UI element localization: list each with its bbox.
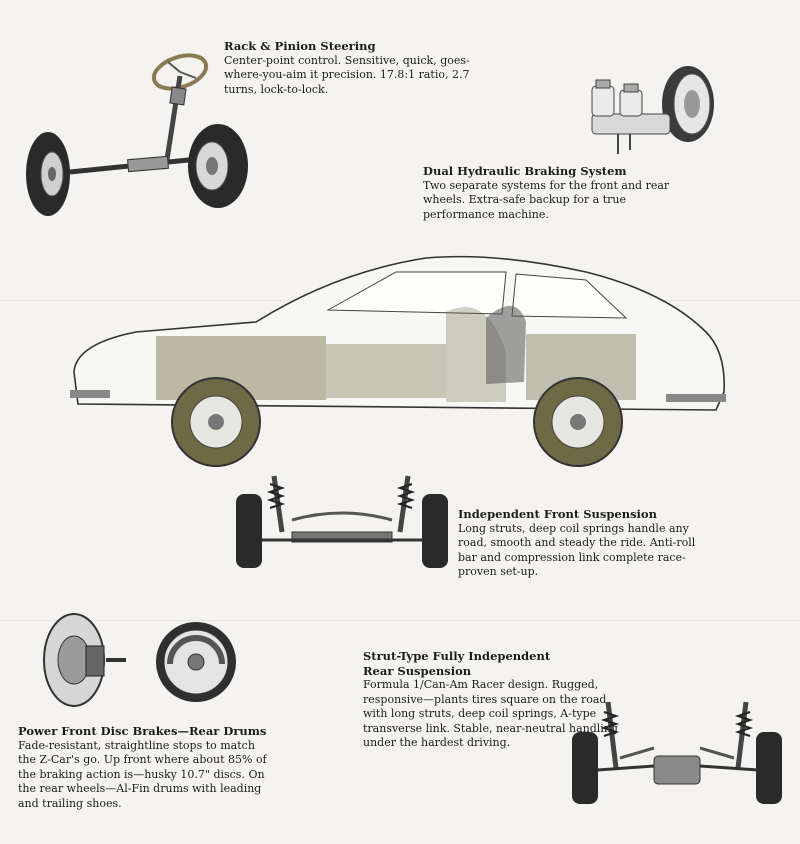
brakes-illustration bbox=[26, 606, 238, 712]
disc-brakes-feature: Power Front Disc Brakes—Rear Drums Fade-… bbox=[18, 724, 268, 811]
disc-brakes-body: Fade-resistant, straightline stops to ma… bbox=[18, 738, 267, 810]
braking-body: Two separate systems for the front and r… bbox=[423, 178, 670, 221]
master-cylinder-illustration bbox=[584, 62, 718, 162]
front-suspension-body: Long struts, deep coil springs handle an… bbox=[458, 521, 696, 579]
braking-title: Dual Hydraulic Braking System bbox=[423, 164, 627, 178]
disc-brakes-title: Power Front Disc Brakes—Rear Drums bbox=[18, 724, 267, 738]
car-cutaway-illustration bbox=[66, 252, 732, 474]
front-suspension-illustration bbox=[232, 470, 450, 576]
rear-suspension-title-line2: Rear Suspension bbox=[363, 663, 472, 678]
rear-suspension-feature: Strut-Type Fully Independent Rear Suspen… bbox=[363, 649, 623, 751]
rear-suspension-illustration bbox=[570, 698, 786, 808]
page-fold-line bbox=[0, 620, 800, 621]
rear-suspension-body: Formula 1/Can-Am Racer design. Rugged, r… bbox=[363, 678, 618, 749]
steering-body: Center-point control. Sensitive, quick, … bbox=[224, 53, 470, 96]
braking-feature: Dual Hydraulic Braking System Two separa… bbox=[423, 164, 693, 222]
steering-illustration bbox=[18, 48, 258, 224]
steering-title: Rack & Pinion Steering bbox=[224, 39, 376, 53]
rear-suspension-title-line1: Strut-Type Fully Independent bbox=[363, 649, 551, 663]
front-suspension-feature: Independent Front Suspension Long struts… bbox=[458, 507, 698, 580]
steering-feature: Rack & Pinion Steering Center-point cont… bbox=[224, 39, 474, 97]
front-suspension-title: Independent Front Suspension bbox=[458, 507, 657, 521]
